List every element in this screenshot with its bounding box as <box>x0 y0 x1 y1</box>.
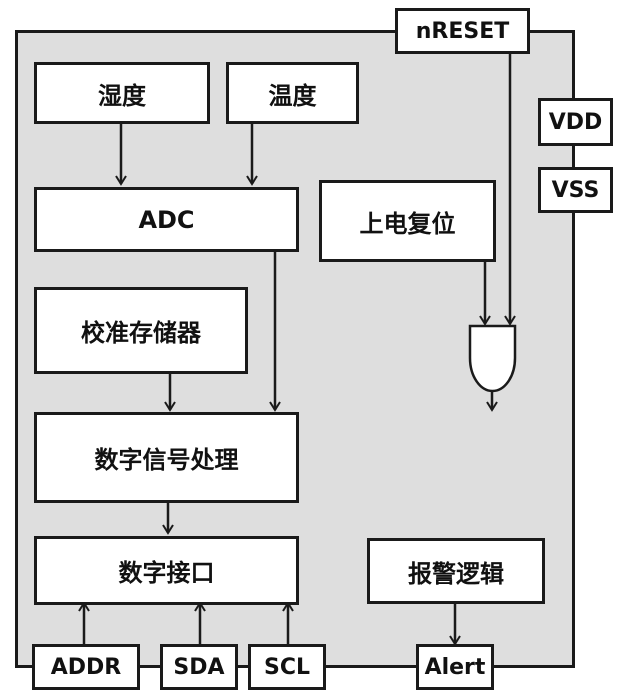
alert-logic-block: 报警逻辑 <box>367 538 545 604</box>
alert-logic-label: 报警逻辑 <box>408 559 504 588</box>
humidity-label: 湿度 <box>98 81 146 110</box>
adc-label: ADC <box>138 205 195 234</box>
sda-pin-label: SDA <box>173 654 225 680</box>
digital-interface-label: 数字接口 <box>118 559 215 587</box>
scl-pin: SCL <box>248 644 326 690</box>
and-gate-icon <box>468 324 517 393</box>
humidity-block: 湿度 <box>34 62 210 124</box>
nreset-pin: nRESET <box>395 8 530 54</box>
calibration-memory-label: 校准存储器 <box>81 319 201 347</box>
scl-pin-label: SCL <box>263 654 310 680</box>
calibration-memory-block: 校准存储器 <box>34 287 248 374</box>
vss-pin: VSS <box>538 167 613 213</box>
dsp-block: 数字信号处理 <box>34 412 299 503</box>
temperature-label: 温度 <box>268 81 317 110</box>
nreset-pin-label: nRESET <box>415 18 510 44</box>
addr-pin-label: ADDR <box>50 654 122 680</box>
vdd-pin-label: VDD <box>548 109 603 135</box>
adc-block: ADC <box>34 187 299 252</box>
power-on-reset-label: 上电复位 <box>359 209 456 238</box>
power-on-reset-block: 上电复位 <box>319 180 496 262</box>
alert-pin-label: Alert <box>424 654 486 680</box>
addr-pin: ADDR <box>32 644 140 690</box>
temperature-block: 温度 <box>226 62 359 124</box>
sda-pin: SDA <box>160 644 238 690</box>
alert-pin: Alert <box>416 644 494 690</box>
dsp-label: 数字信号处理 <box>94 446 239 474</box>
vdd-pin: VDD <box>538 98 613 146</box>
vss-pin-label: VSS <box>551 177 600 203</box>
digital-interface-block: 数字接口 <box>34 536 299 605</box>
